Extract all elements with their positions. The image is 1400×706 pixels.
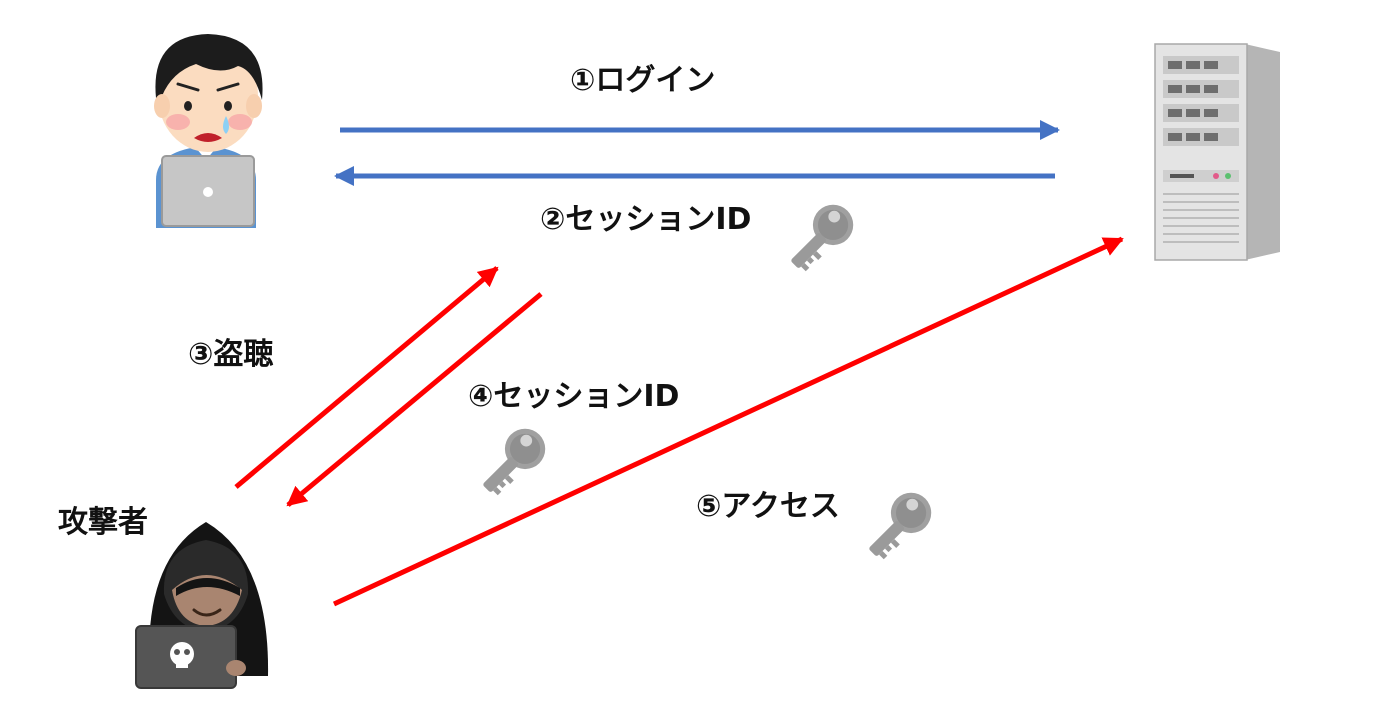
key-icon (857, 484, 940, 567)
stolen-session-id-arrow (286, 292, 543, 507)
step2-session-id-label: ②セッションID (540, 202, 752, 237)
server-tower-icon (1154, 43, 1280, 261)
step4-session-id-label: ④セッションID (468, 379, 680, 414)
attacker-access-arrow (332, 236, 1124, 607)
attacker-label: 攻撃者 (58, 505, 148, 540)
step1-login-label: ①ログイン (570, 63, 716, 98)
key-icon (471, 420, 554, 503)
key-icon (779, 196, 862, 279)
eavesdrop-arrow (234, 266, 499, 489)
step3-eavesdrop-label: ③盗聴 (188, 337, 274, 372)
hooded-hacker-with-laptop-icon (135, 522, 269, 689)
step5-access-label: ⑤アクセス (696, 489, 840, 524)
worried-user-with-laptop-icon (154, 34, 263, 228)
